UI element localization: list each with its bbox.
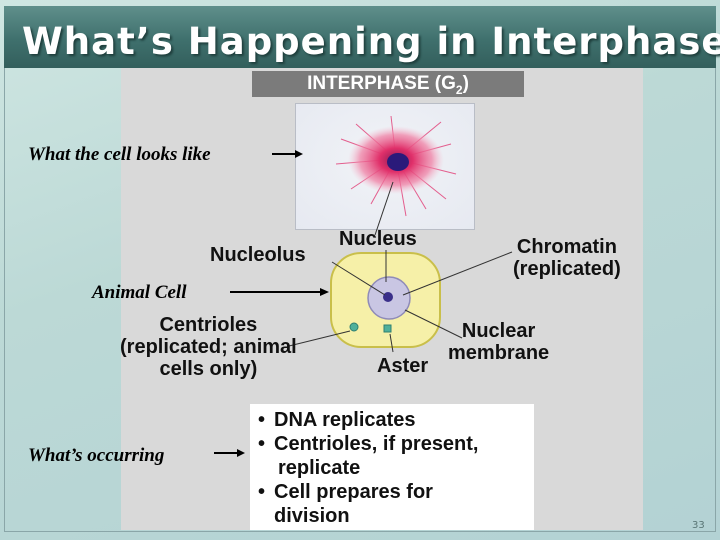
event-item: Cell prepares for division [258, 480, 528, 528]
label-nuclear-membrane: Nuclear membrane [448, 320, 549, 364]
event-text: Cell prepares for [274, 481, 433, 503]
slide-number: 33 [692, 520, 705, 531]
phase-label-subscript: 2 [455, 82, 463, 97]
events-box: DNA replicates Centrioles, if present, r… [250, 404, 534, 530]
label-nucleolus: Nucleolus [210, 244, 306, 266]
label-chromatin-line1: Chromatin [516, 236, 617, 258]
leader-lines [288, 181, 513, 353]
label-centrioles-line3: cells only) [159, 358, 258, 380]
slide-title: What’s Happening in Interphase? [22, 20, 720, 63]
title-bar: What’s Happening in Interphase? [4, 6, 720, 68]
phase-label: INTERPHASE (G2) [252, 71, 524, 97]
label-cell-looks-like: What the cell looks like [28, 144, 211, 165]
label-nuclear-line1: Nuclear [461, 320, 536, 342]
event-item: DNA replicates [258, 408, 528, 432]
event-text: DNA replicates [274, 409, 416, 431]
event-item: Centrioles, if present, replicate [258, 432, 528, 480]
label-centrioles: Centrioles (replicated; animal cells onl… [120, 314, 297, 380]
label-chromatin-line2: (replicated) [513, 258, 621, 280]
label-aster: Aster [377, 355, 429, 377]
phase-label-close: ) [462, 73, 469, 94]
label-nucleus: Nucleus [339, 228, 417, 250]
events-list: DNA replicates Centrioles, if present, r… [258, 408, 528, 528]
label-nuclear-line2: membrane [448, 342, 550, 364]
label-chromatin: Chromatin (replicated) [513, 236, 621, 280]
label-animal-cell: Animal Cell [92, 282, 187, 303]
pointer-arrows [214, 150, 329, 457]
event-text-continued: replicate [278, 457, 361, 479]
centrioles [349, 322, 392, 333]
nucleolus [383, 292, 393, 302]
cell-micrograph [295, 103, 475, 230]
event-text: Centrioles, if present, [274, 433, 479, 455]
label-centrioles-line2: (replicated; animal [120, 336, 297, 358]
label-centrioles-line1: Centrioles [159, 314, 258, 336]
phase-label-text: INTERPHASE (G [307, 73, 456, 94]
label-whats-occurring: What’s occurring [28, 445, 165, 466]
event-text-continued: division [274, 505, 350, 527]
